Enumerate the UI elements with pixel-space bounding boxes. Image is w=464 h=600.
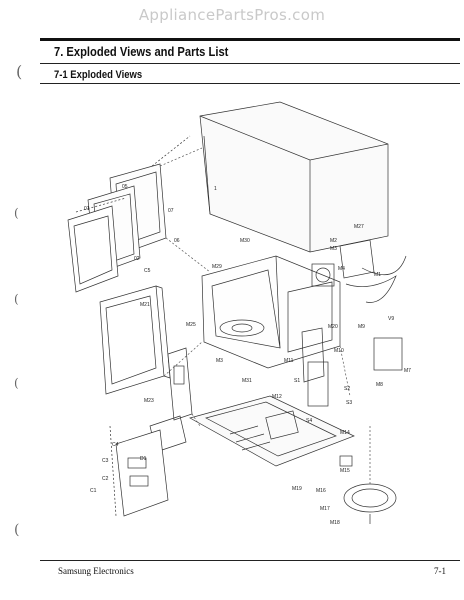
binder-mark: (: [14, 376, 19, 390]
front-frame: [99, 285, 171, 395]
outer-cabinet: [199, 101, 389, 253]
part-label: 1: [214, 186, 217, 192]
exploded-view-svg: [67, 101, 407, 524]
part-label: M3: [216, 358, 223, 364]
section-rule: [40, 83, 460, 84]
part-label: M10: [334, 348, 344, 354]
footer-page-number: 7-1: [434, 566, 446, 576]
part-label: M4: [338, 266, 345, 272]
part-label: M8: [376, 382, 383, 388]
part-label: M14: [340, 430, 350, 436]
part-label: C2: [102, 476, 109, 482]
part-label: M2: [330, 238, 337, 244]
part-label: M21: [140, 302, 150, 308]
base-plate: [189, 395, 355, 467]
binder-mark: (: [14, 522, 20, 538]
part-label: 01: [84, 206, 90, 212]
part-label: M19: [292, 486, 302, 492]
part-label: 06: [174, 238, 180, 244]
part-label: M23: [144, 398, 154, 404]
part-label: M3: [330, 246, 337, 252]
header-rule-top: [40, 38, 460, 41]
part-label: M18: [330, 520, 340, 526]
part-label: M16: [316, 488, 326, 494]
part-label: M25: [186, 322, 196, 328]
component-cluster: [301, 239, 407, 407]
exploded-view-drawing: 1 05 07 06 01 02 C5 M29 M27 M2 M3 M4 M1 …: [40, 96, 460, 556]
watermark: AppliancePartsPros.com: [138, 6, 326, 24]
footer-rule: [40, 560, 460, 561]
footer-company: Samsung Electronics: [58, 566, 134, 576]
part-label: D1: [140, 456, 147, 462]
part-label: M31: [242, 378, 252, 384]
leader-lines: [159, 147, 371, 484]
part-label: 02: [134, 256, 140, 262]
header-rule-bottom: [40, 63, 460, 64]
part-label: S3: [346, 400, 353, 406]
part-label: M29: [212, 264, 222, 270]
part-label: C4: [112, 442, 119, 448]
part-label: C5: [144, 268, 151, 274]
part-label: V9: [388, 316, 395, 322]
part-label: S4: [306, 418, 313, 424]
part-label: M1: [374, 272, 381, 278]
section-title: 7-1 Exploded Views: [54, 69, 143, 81]
binder-mark: (: [14, 292, 19, 306]
part-label: C1: [90, 488, 97, 494]
part-label: C3: [102, 458, 109, 464]
part-label: 05: [122, 184, 128, 190]
part-label: M7: [404, 368, 411, 374]
page-title: 7. Exploded Views and Parts List: [54, 44, 229, 59]
part-label: M30: [240, 238, 250, 244]
binder-mark: (: [16, 62, 23, 81]
part-label: M9: [358, 324, 365, 330]
part-label: S2: [344, 386, 351, 392]
part-label: M20: [328, 324, 338, 330]
part-label: S1: [294, 378, 301, 384]
binder-mark: (: [14, 206, 19, 220]
door-assembly: [67, 135, 191, 293]
part-label: M27: [354, 224, 364, 230]
turntable: [339, 455, 397, 524]
part-label: M15: [340, 468, 350, 474]
control-panel: [109, 347, 193, 517]
part-label: 07: [168, 208, 174, 214]
part-label: M11: [284, 358, 294, 364]
part-label: M17: [320, 506, 330, 512]
cavity-chassis: [201, 255, 341, 369]
part-label: M12: [272, 394, 282, 400]
